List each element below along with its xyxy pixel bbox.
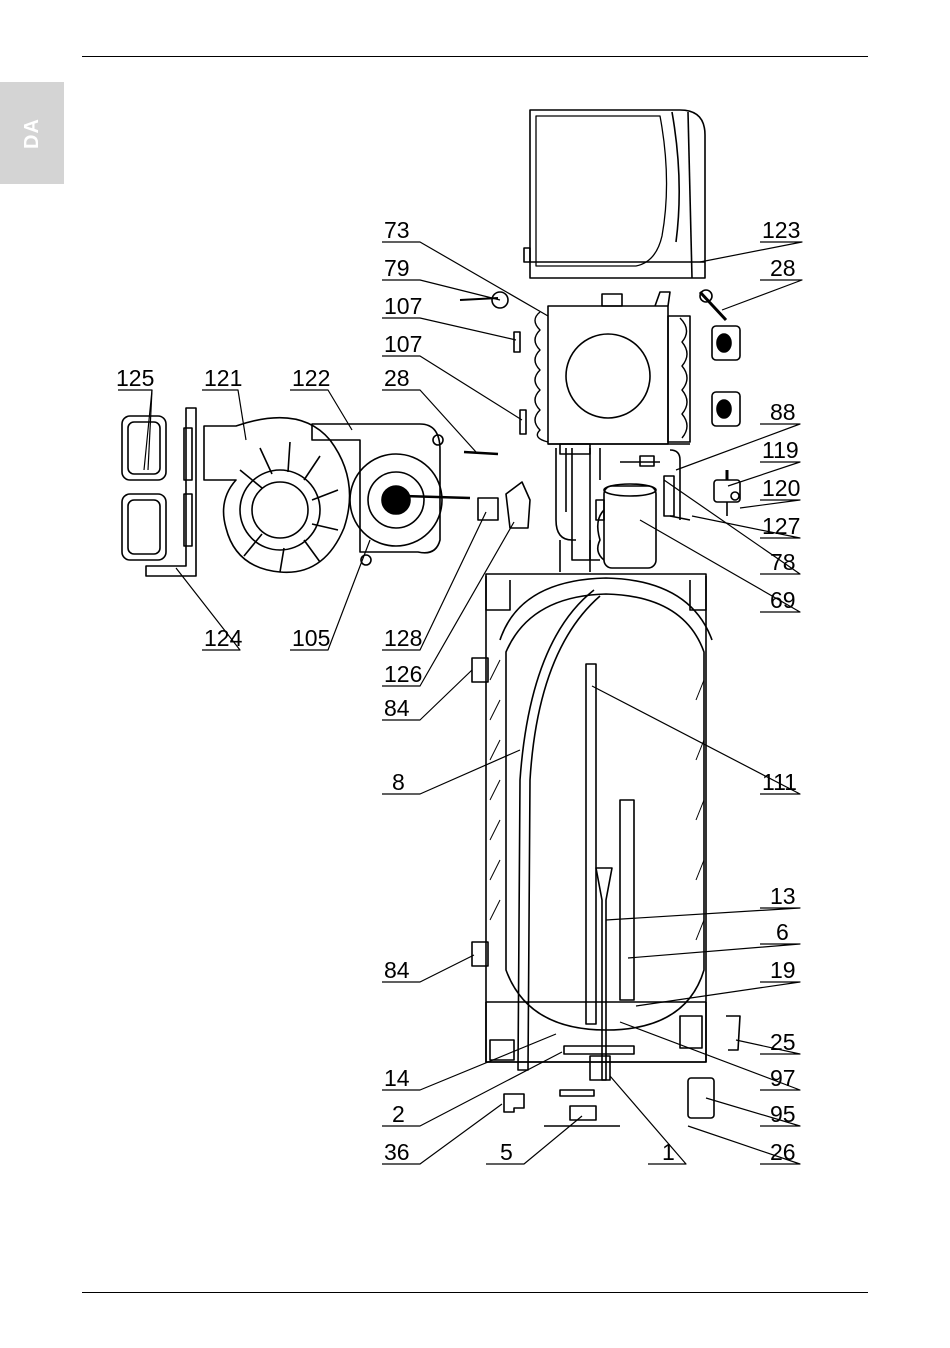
label-14: 14 xyxy=(384,1065,410,1091)
label-119: 119 xyxy=(762,437,799,463)
label-121: 121 xyxy=(204,365,242,391)
label-111: 111 xyxy=(762,769,797,795)
label-13: 13 xyxy=(770,883,796,909)
label-78: 78 xyxy=(770,549,796,575)
label-124: 124 xyxy=(204,625,243,651)
label-19: 19 xyxy=(770,957,796,983)
label-25: 25 xyxy=(770,1029,796,1055)
control-unit xyxy=(688,1078,714,1118)
label-6: 6 xyxy=(776,919,789,945)
label-26: 26 xyxy=(770,1139,796,1165)
label-84-lower: 84 xyxy=(384,957,410,983)
label-69: 69 xyxy=(770,587,796,613)
label-84-upper: 84 xyxy=(384,695,410,721)
label-128: 128 xyxy=(384,625,422,651)
label-28-top: 28 xyxy=(770,255,796,281)
label-123: 123 xyxy=(762,217,800,243)
drain-valve xyxy=(504,1094,524,1112)
label-73: 73 xyxy=(384,217,410,243)
fan-assembly xyxy=(122,408,470,576)
anode-rod xyxy=(586,664,596,1024)
compressor xyxy=(596,484,656,568)
label-127: 127 xyxy=(762,513,800,539)
sensor-probe-left xyxy=(464,452,498,454)
refrigerant-piping xyxy=(556,444,690,572)
top-cover xyxy=(524,110,705,278)
label-5: 5 xyxy=(500,1139,513,1165)
label-122: 122 xyxy=(292,365,330,391)
label-79: 79 xyxy=(384,255,410,281)
sensor-pocket xyxy=(596,868,612,1080)
label-1: 1 xyxy=(662,1139,675,1165)
bottom-flange-assembly xyxy=(544,1046,634,1126)
label-97: 97 xyxy=(770,1065,796,1091)
label-105: 105 xyxy=(292,625,330,651)
label-8: 8 xyxy=(392,769,405,795)
label-107-a: 107 xyxy=(384,293,422,319)
clip xyxy=(726,1016,740,1050)
label-36: 36 xyxy=(384,1139,410,1165)
small-sensors xyxy=(460,292,526,434)
label-107-b: 107 xyxy=(384,331,422,357)
heating-element xyxy=(620,800,634,1000)
cold-water-pipe xyxy=(518,590,600,1070)
cable-glands xyxy=(712,326,740,426)
label-120: 120 xyxy=(762,475,800,501)
label-88: 88 xyxy=(770,399,796,425)
label-125: 125 xyxy=(116,365,154,391)
expansion-valve xyxy=(714,470,740,516)
label-126: 126 xyxy=(384,661,422,687)
sensor-probe xyxy=(700,290,726,320)
label-28-left: 28 xyxy=(384,365,410,391)
label-2: 2 xyxy=(392,1101,405,1127)
pressure-switch xyxy=(506,482,530,528)
part-labels: 73 123 79 28 107 107 125 121 122 28 88 1… xyxy=(116,217,800,1165)
label-95: 95 xyxy=(770,1101,796,1127)
capacitor xyxy=(478,498,498,520)
evaporator-module xyxy=(535,292,690,444)
